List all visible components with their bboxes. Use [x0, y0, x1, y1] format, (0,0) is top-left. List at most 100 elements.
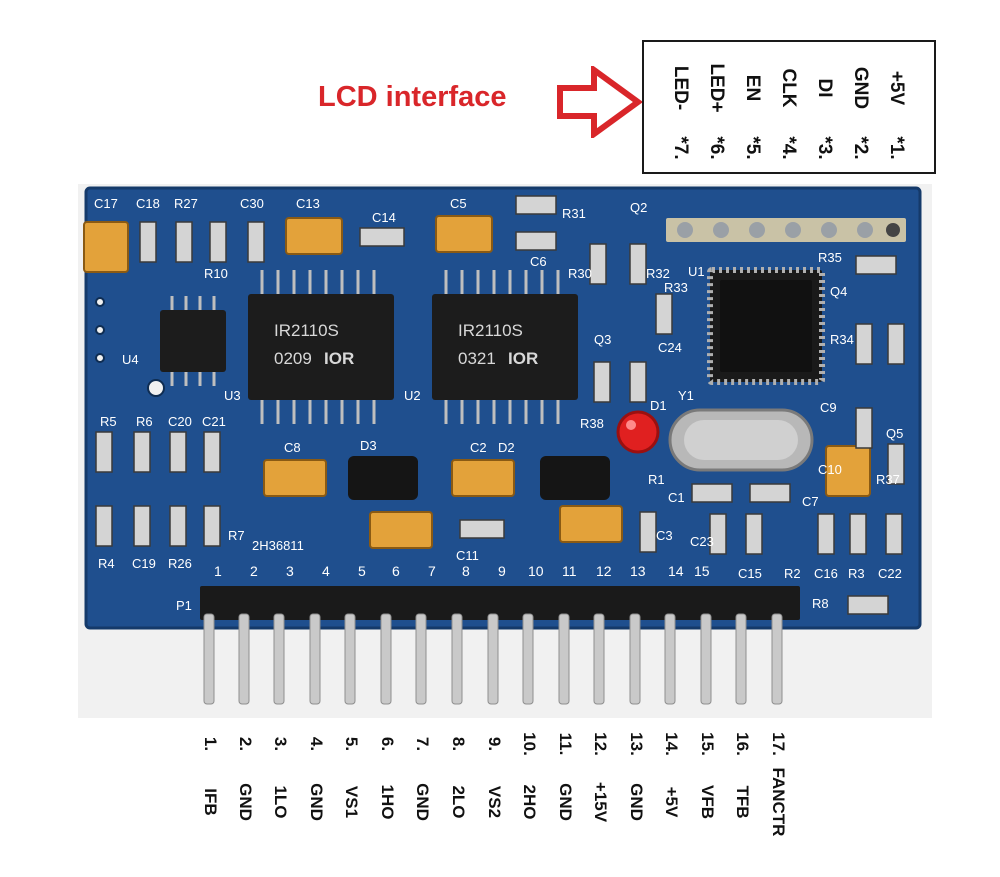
- lcd-pin: GND *2.: [842, 42, 878, 172]
- main-pin: 17. FANCTR: [761, 724, 795, 864]
- pin-name: TFB: [733, 785, 752, 819]
- silkscreen-label: R2: [784, 566, 801, 581]
- silkscreen-label: R38: [580, 416, 604, 431]
- header-pin-number: 3: [286, 563, 294, 579]
- silkscreen-label: R4: [98, 556, 115, 571]
- lcd-header: [666, 218, 906, 242]
- silkscreen-label: C16: [814, 566, 838, 581]
- lcd-pin: LED- *7.: [662, 42, 698, 172]
- lcd-interface-callout: LCD interface: [318, 81, 507, 113]
- pin-name: VS2: [485, 785, 504, 819]
- silkscreen-label: C21: [202, 414, 226, 429]
- main-pin: 12. +15V: [583, 724, 617, 864]
- silkscreen-label: R5: [100, 414, 117, 429]
- pin-name: GND: [413, 783, 432, 821]
- header-pin-number: 9: [498, 563, 506, 579]
- lcd-pin-name: CLK: [778, 68, 799, 108]
- silkscreen-label: Y1: [678, 388, 694, 403]
- pin-name: 2LO: [449, 785, 468, 819]
- lcd-pin: +5V *1.: [878, 42, 914, 172]
- silkscreen-label: Q3: [594, 332, 611, 347]
- lcd-pin: EN *5.: [734, 42, 770, 172]
- header-pin-number: 4: [322, 563, 330, 579]
- main-pin: 2. GND: [228, 724, 262, 864]
- pin-name: +15V: [591, 781, 610, 823]
- header-pin-number: 5: [358, 563, 366, 579]
- pin-name: 2HO: [520, 784, 539, 820]
- pin-number: 12.: [591, 732, 610, 756]
- silkscreen-label: C13: [296, 196, 320, 211]
- gate-driver-chip: IR2110S 0321 IOR: [432, 270, 578, 424]
- chip-code: 0209: [274, 349, 312, 368]
- silkscreen-label: R26: [168, 556, 192, 571]
- silkscreen-label: R1: [648, 472, 665, 487]
- pin-name: GND: [556, 783, 575, 821]
- pin-number: 9.: [485, 736, 504, 752]
- silkscreen-label: R8: [812, 596, 829, 611]
- header-pin-number: 7: [428, 563, 436, 579]
- silkscreen-label: D2: [498, 440, 515, 455]
- lcd-pinout-box: LED- *7. LED+ *6. EN *5. CLK *4. DI *3. …: [642, 40, 936, 174]
- pin-name: GND: [307, 783, 326, 821]
- pin-number: 2.: [236, 736, 255, 752]
- pin-number: 15.: [698, 732, 717, 756]
- pin-number: 4.: [307, 736, 326, 752]
- microcontroller-chip: [707, 267, 825, 385]
- main-pin: 16. TFB: [725, 724, 759, 864]
- silkscreen-label: R30: [568, 266, 592, 281]
- pin-number: 13.: [627, 732, 646, 756]
- mounting-holes: [95, 297, 165, 397]
- silkscreen-label: C1: [668, 490, 685, 505]
- silkscreen-label: 2H36811: [252, 538, 304, 553]
- lcd-pin-number: *3.: [814, 136, 835, 160]
- silkscreen-label: R27: [174, 196, 198, 211]
- silkscreen-label: C18: [136, 196, 160, 211]
- silkscreen-label: U2: [404, 388, 421, 403]
- pin-number: 8.: [449, 736, 468, 752]
- chip-label: IR2110S: [458, 321, 523, 340]
- silkscreen-label: U4: [122, 352, 139, 367]
- gate-driver-chip: IR2110S 0209 IOR: [248, 270, 394, 424]
- pin-name: GND: [627, 783, 646, 821]
- op-amp-chip: [160, 296, 226, 386]
- smd-components: [95, 195, 905, 615]
- header-pin-number: 15: [694, 563, 710, 579]
- pin-number: 7.: [413, 736, 432, 752]
- silkscreen-label: D1: [650, 398, 667, 413]
- silkscreen-label: Q2: [630, 200, 647, 215]
- pin-number: 6.: [378, 736, 397, 752]
- header-pin-number: 1: [214, 563, 222, 579]
- main-pin: 15. VFB: [690, 724, 724, 864]
- silkscreen-label: C2: [470, 440, 487, 455]
- main-pin: 11. GND: [548, 724, 582, 864]
- lcd-pin-number: *2.: [850, 136, 871, 160]
- main-pin-header: [200, 586, 800, 705]
- header-pin-number: 11: [562, 563, 577, 579]
- silkscreen-label: C9: [820, 400, 837, 415]
- diodes: [348, 456, 610, 500]
- pin-name: IFB: [201, 788, 220, 816]
- silkscreen-label: R34: [830, 332, 854, 347]
- silkscreen-label: R3: [848, 566, 865, 581]
- main-pin: 3. 1LO: [263, 724, 297, 864]
- silkscreen-label: Q4: [830, 284, 847, 299]
- silkscreen-labels: C17 C18 R27 C30 C13 C14 C5 R31 Q2 C6 R30…: [94, 196, 903, 613]
- chip-label: IR2110S: [274, 321, 339, 340]
- lcd-pin-name: EN: [742, 74, 763, 102]
- header-pin-number: 12: [596, 563, 612, 579]
- pin-name: VS1: [342, 785, 361, 819]
- silkscreen-label: C17: [94, 196, 118, 211]
- lcd-pin: LED+ *6.: [698, 42, 734, 172]
- pin-number: 16.: [733, 732, 752, 756]
- silkscreen-label: R37: [876, 472, 900, 487]
- silkscreen-label: R33: [664, 280, 688, 295]
- silkscreen-label: P1: [176, 598, 192, 613]
- lcd-pin-name: LED-: [670, 65, 691, 111]
- pin-number: 10.: [520, 732, 539, 756]
- pin-number: 1.: [201, 736, 220, 752]
- lcd-pin: DI *3.: [806, 42, 842, 172]
- silkscreen-label: C15: [738, 566, 762, 581]
- silkscreen-label: C5: [450, 196, 467, 211]
- main-pin: 5. VS1: [334, 724, 368, 864]
- silkscreen-label: U3: [224, 388, 241, 403]
